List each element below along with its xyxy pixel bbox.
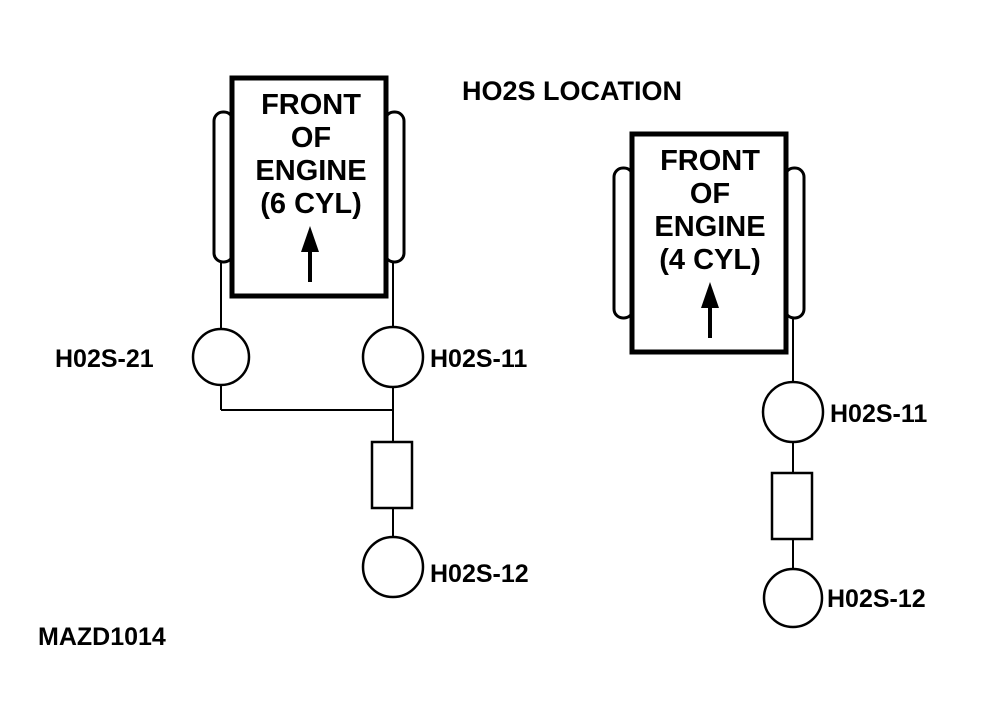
engine-label-line-2: OF xyxy=(690,178,730,210)
six-cyl-layout: FRONT OF ENGINE (6 CYL) H02S-21 H02S-11 … xyxy=(55,75,529,599)
label-h02s-11-6cyl: H02S-11 xyxy=(430,345,527,373)
figure-code: MAZD1014 xyxy=(38,623,166,651)
engine-label-line-3: ENGINE xyxy=(654,211,765,243)
engine-label-line-1: FRONT xyxy=(261,89,361,121)
front-arrow-icon xyxy=(301,226,319,282)
sensor-h02s-12-4cyl xyxy=(762,567,824,629)
sensor-h02s-11-6cyl xyxy=(361,325,425,389)
engine-label-line-3: ENGINE xyxy=(255,155,366,187)
sensor-h02s-11-4cyl xyxy=(761,380,825,444)
engine-label-line-4: (4 CYL) xyxy=(659,244,761,276)
label-h02s-11-4cyl: H02S-11 xyxy=(830,400,927,428)
front-arrow-icon xyxy=(701,282,719,338)
label-h02s-12-6cyl: H02S-12 xyxy=(430,560,529,588)
exhaust-pipes-6cyl xyxy=(220,262,394,537)
label-h02s-12-4cyl: H02S-12 xyxy=(827,585,926,613)
engine-label-line-4: (6 CYL) xyxy=(260,188,362,220)
four-cyl-layout: FRONT OF ENGINE (4 CYL) H02S-11 H02S-12 xyxy=(612,131,927,629)
engine-label-line-1: FRONT xyxy=(660,145,760,177)
engine-label-line-2: OF xyxy=(291,122,331,154)
sensor-h02s-12-6cyl xyxy=(361,535,425,599)
catalytic-converter-6cyl xyxy=(370,440,414,510)
label-h02s-21: H02S-21 xyxy=(55,345,154,373)
diagram-title: HO2S LOCATION xyxy=(462,76,682,106)
catalytic-converter-4cyl xyxy=(770,471,814,541)
sensor-h02s-21-6cyl xyxy=(191,327,251,387)
